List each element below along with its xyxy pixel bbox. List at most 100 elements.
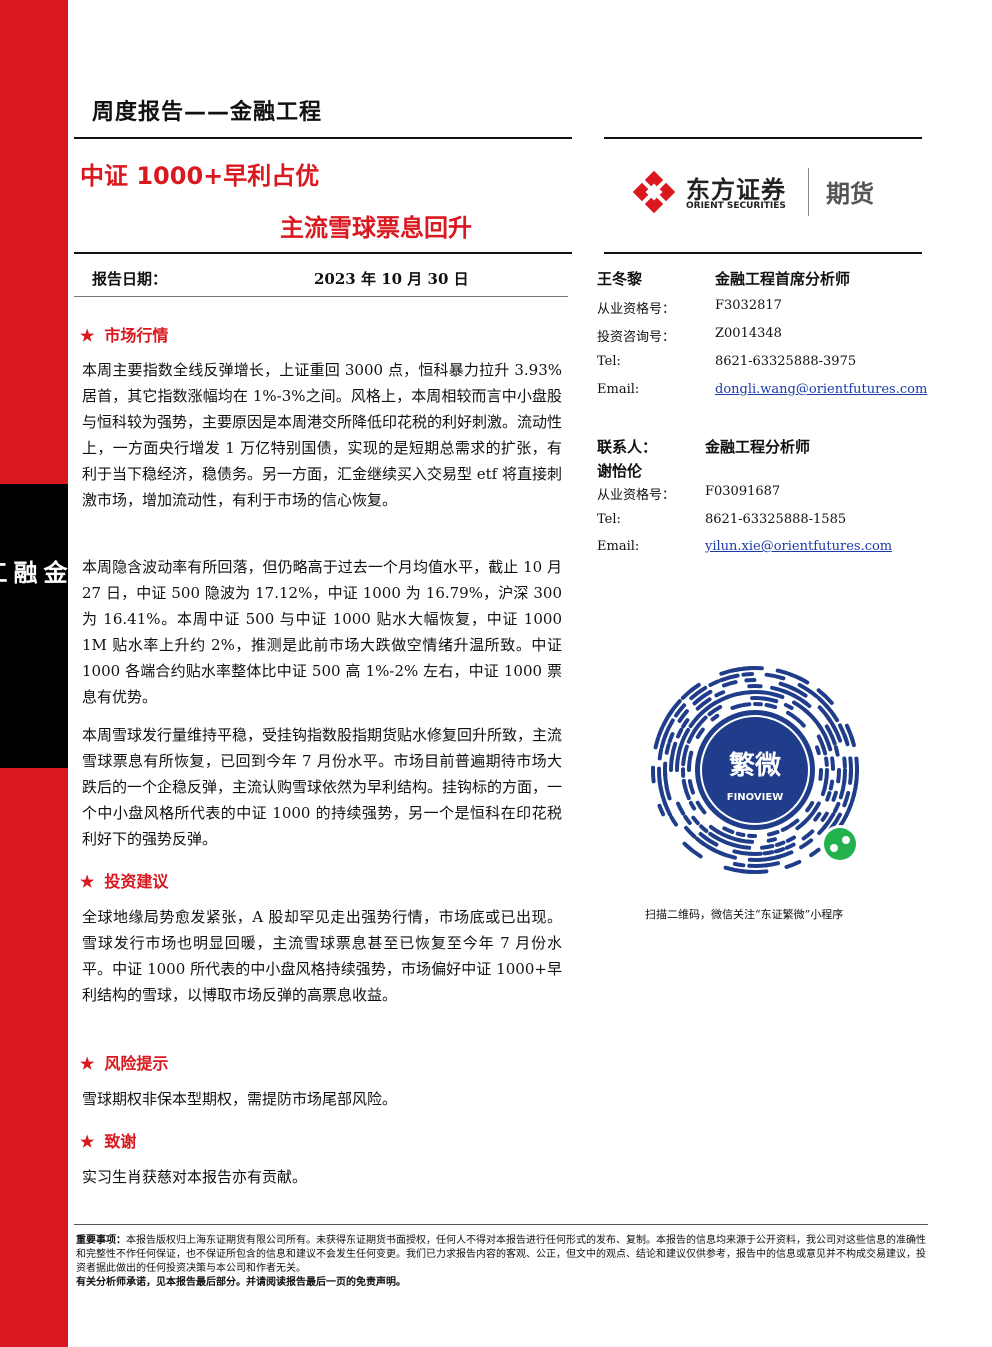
qr-dot <box>830 756 835 771</box>
qr-dot <box>723 865 746 874</box>
field-label: Email: <box>597 539 640 554</box>
contact-name: 谢怡伦 <box>597 462 643 480</box>
qr-dot <box>766 837 777 843</box>
qr-dot <box>767 830 780 837</box>
logo-name-cn: 东方证券 <box>686 176 786 204</box>
qr-dot <box>809 847 821 858</box>
qr-dot <box>807 689 819 699</box>
qr-dot <box>730 703 743 710</box>
wechat-qr-code[interactable]: 繁微 FINOVIEW <box>648 654 862 886</box>
analyst-email-link[interactable]: dongli.wang@orientfutures.com <box>715 382 928 397</box>
qr-dot <box>760 844 775 850</box>
qr-dot <box>821 745 828 756</box>
logo-divider <box>808 168 809 216</box>
qr-dot <box>741 672 754 677</box>
qr-dot <box>836 768 841 784</box>
field-label: Email: <box>597 382 640 397</box>
field-value: F03091687 <box>705 484 781 499</box>
title-rule-left <box>74 252 572 254</box>
qr-dot <box>664 742 671 755</box>
market-paragraph: 本周隐含波动率有所回落，但仍略高于过去一个月均值水平，截止 10 月 27 日，… <box>82 558 562 706</box>
qr-dot <box>801 707 814 719</box>
thanks-paragraph: 实习生肖获慈对本报告亦有贡献。 <box>82 1168 308 1186</box>
qr-dot <box>789 685 808 698</box>
qr-dot <box>842 791 851 808</box>
qr-dot <box>681 752 687 767</box>
report-date-value: 2023 年 10 月 30 日 <box>314 270 469 288</box>
qr-dot <box>656 766 662 784</box>
qr-dot <box>848 756 853 778</box>
qr-dot <box>762 850 775 856</box>
qr-dot <box>817 821 830 835</box>
star-icon: ★ <box>80 326 95 345</box>
qr-dot <box>650 765 656 784</box>
qr-dot <box>684 825 697 839</box>
qr-dot <box>676 801 686 816</box>
qr-dot <box>722 826 735 834</box>
market-paragraph: 本周主要指数全线反弹增长，上证重回 3000 点，恒科暴力拉升 3.93%居首，… <box>82 361 563 509</box>
qr-dot <box>824 756 829 767</box>
report-title-line2: 主流雪球票息回升 <box>280 214 472 242</box>
qr-dot <box>708 679 721 687</box>
qr-dot <box>678 735 687 749</box>
qr-dot <box>774 840 786 847</box>
qr-dot <box>830 734 837 746</box>
qr-dot <box>786 710 798 720</box>
section-heading-market: ★市场行情 <box>80 326 169 345</box>
logo-name-en: ORIENT SECURITIES <box>686 201 786 211</box>
qr-dot <box>736 844 752 850</box>
qr-dot <box>755 869 769 874</box>
qr-dot <box>799 838 814 850</box>
disclaimer: 重要事项：本报告版权归上海东证期货有限公司所有。未获得东证期货书面授权，任何人不… <box>76 1234 926 1290</box>
company-logo: 东方证券 ORIENT SECURITIES 期货 <box>632 168 892 218</box>
contact-info: 联系人： 金融工程分析师 谢怡伦 从业资格号： F03091687 Tel: 8… <box>597 436 927 566</box>
star-icon: ★ <box>80 872 95 891</box>
date-rule <box>74 296 568 297</box>
qr-dot <box>657 803 666 817</box>
qr-dot <box>719 673 740 683</box>
qr-dot <box>698 832 709 841</box>
footer-rule <box>74 1224 928 1225</box>
qr-dot <box>783 703 794 710</box>
qr-dot <box>818 768 824 781</box>
qr-dot <box>688 750 694 761</box>
sidebar-char: 金 <box>39 560 67 584</box>
qr-dot <box>686 731 696 744</box>
field-value: Z0014348 <box>715 326 782 341</box>
qr-dot <box>732 849 752 856</box>
qr-dot <box>686 759 692 772</box>
qr-dot <box>780 825 790 832</box>
qr-dot <box>681 778 688 790</box>
risk-paragraph: 雪球期权非保本型期权，需提防市场尾部风险。 <box>82 1090 398 1108</box>
qr-dot <box>674 757 680 772</box>
qr-dot <box>758 690 774 696</box>
contact-email-link[interactable]: yilun.xie@orientfutures.com <box>705 539 893 554</box>
left-black-band <box>0 484 68 768</box>
qr-dot <box>695 727 705 739</box>
qr-dot <box>714 690 726 698</box>
qr-dot <box>773 847 786 854</box>
qr-dot <box>683 814 692 825</box>
qr-dot <box>815 745 821 756</box>
qr-dot <box>770 692 785 699</box>
qr-dot <box>669 815 678 827</box>
qr-dot <box>784 859 802 869</box>
qr-dot <box>699 824 709 833</box>
qr-dot <box>833 745 840 757</box>
qr-dot <box>721 680 738 688</box>
qr-dot <box>735 831 746 837</box>
qr-dot <box>825 791 832 802</box>
qr-dot <box>676 727 684 739</box>
qr-dot <box>823 734 833 752</box>
field-label: 从业资格号： <box>597 302 676 317</box>
qr-dot <box>708 824 721 835</box>
qr-dot <box>801 699 812 708</box>
section-heading-thanks: ★致谢 <box>80 1132 137 1151</box>
qr-dot <box>747 863 769 868</box>
sidebar-vertical-label: 金 融 工 程 <box>0 560 68 584</box>
qr-dot <box>699 715 708 725</box>
qr-center-cn: 繁微 <box>729 750 781 781</box>
qr-dot <box>669 741 678 761</box>
qr-dot <box>813 811 822 822</box>
qr-dot <box>817 724 827 738</box>
